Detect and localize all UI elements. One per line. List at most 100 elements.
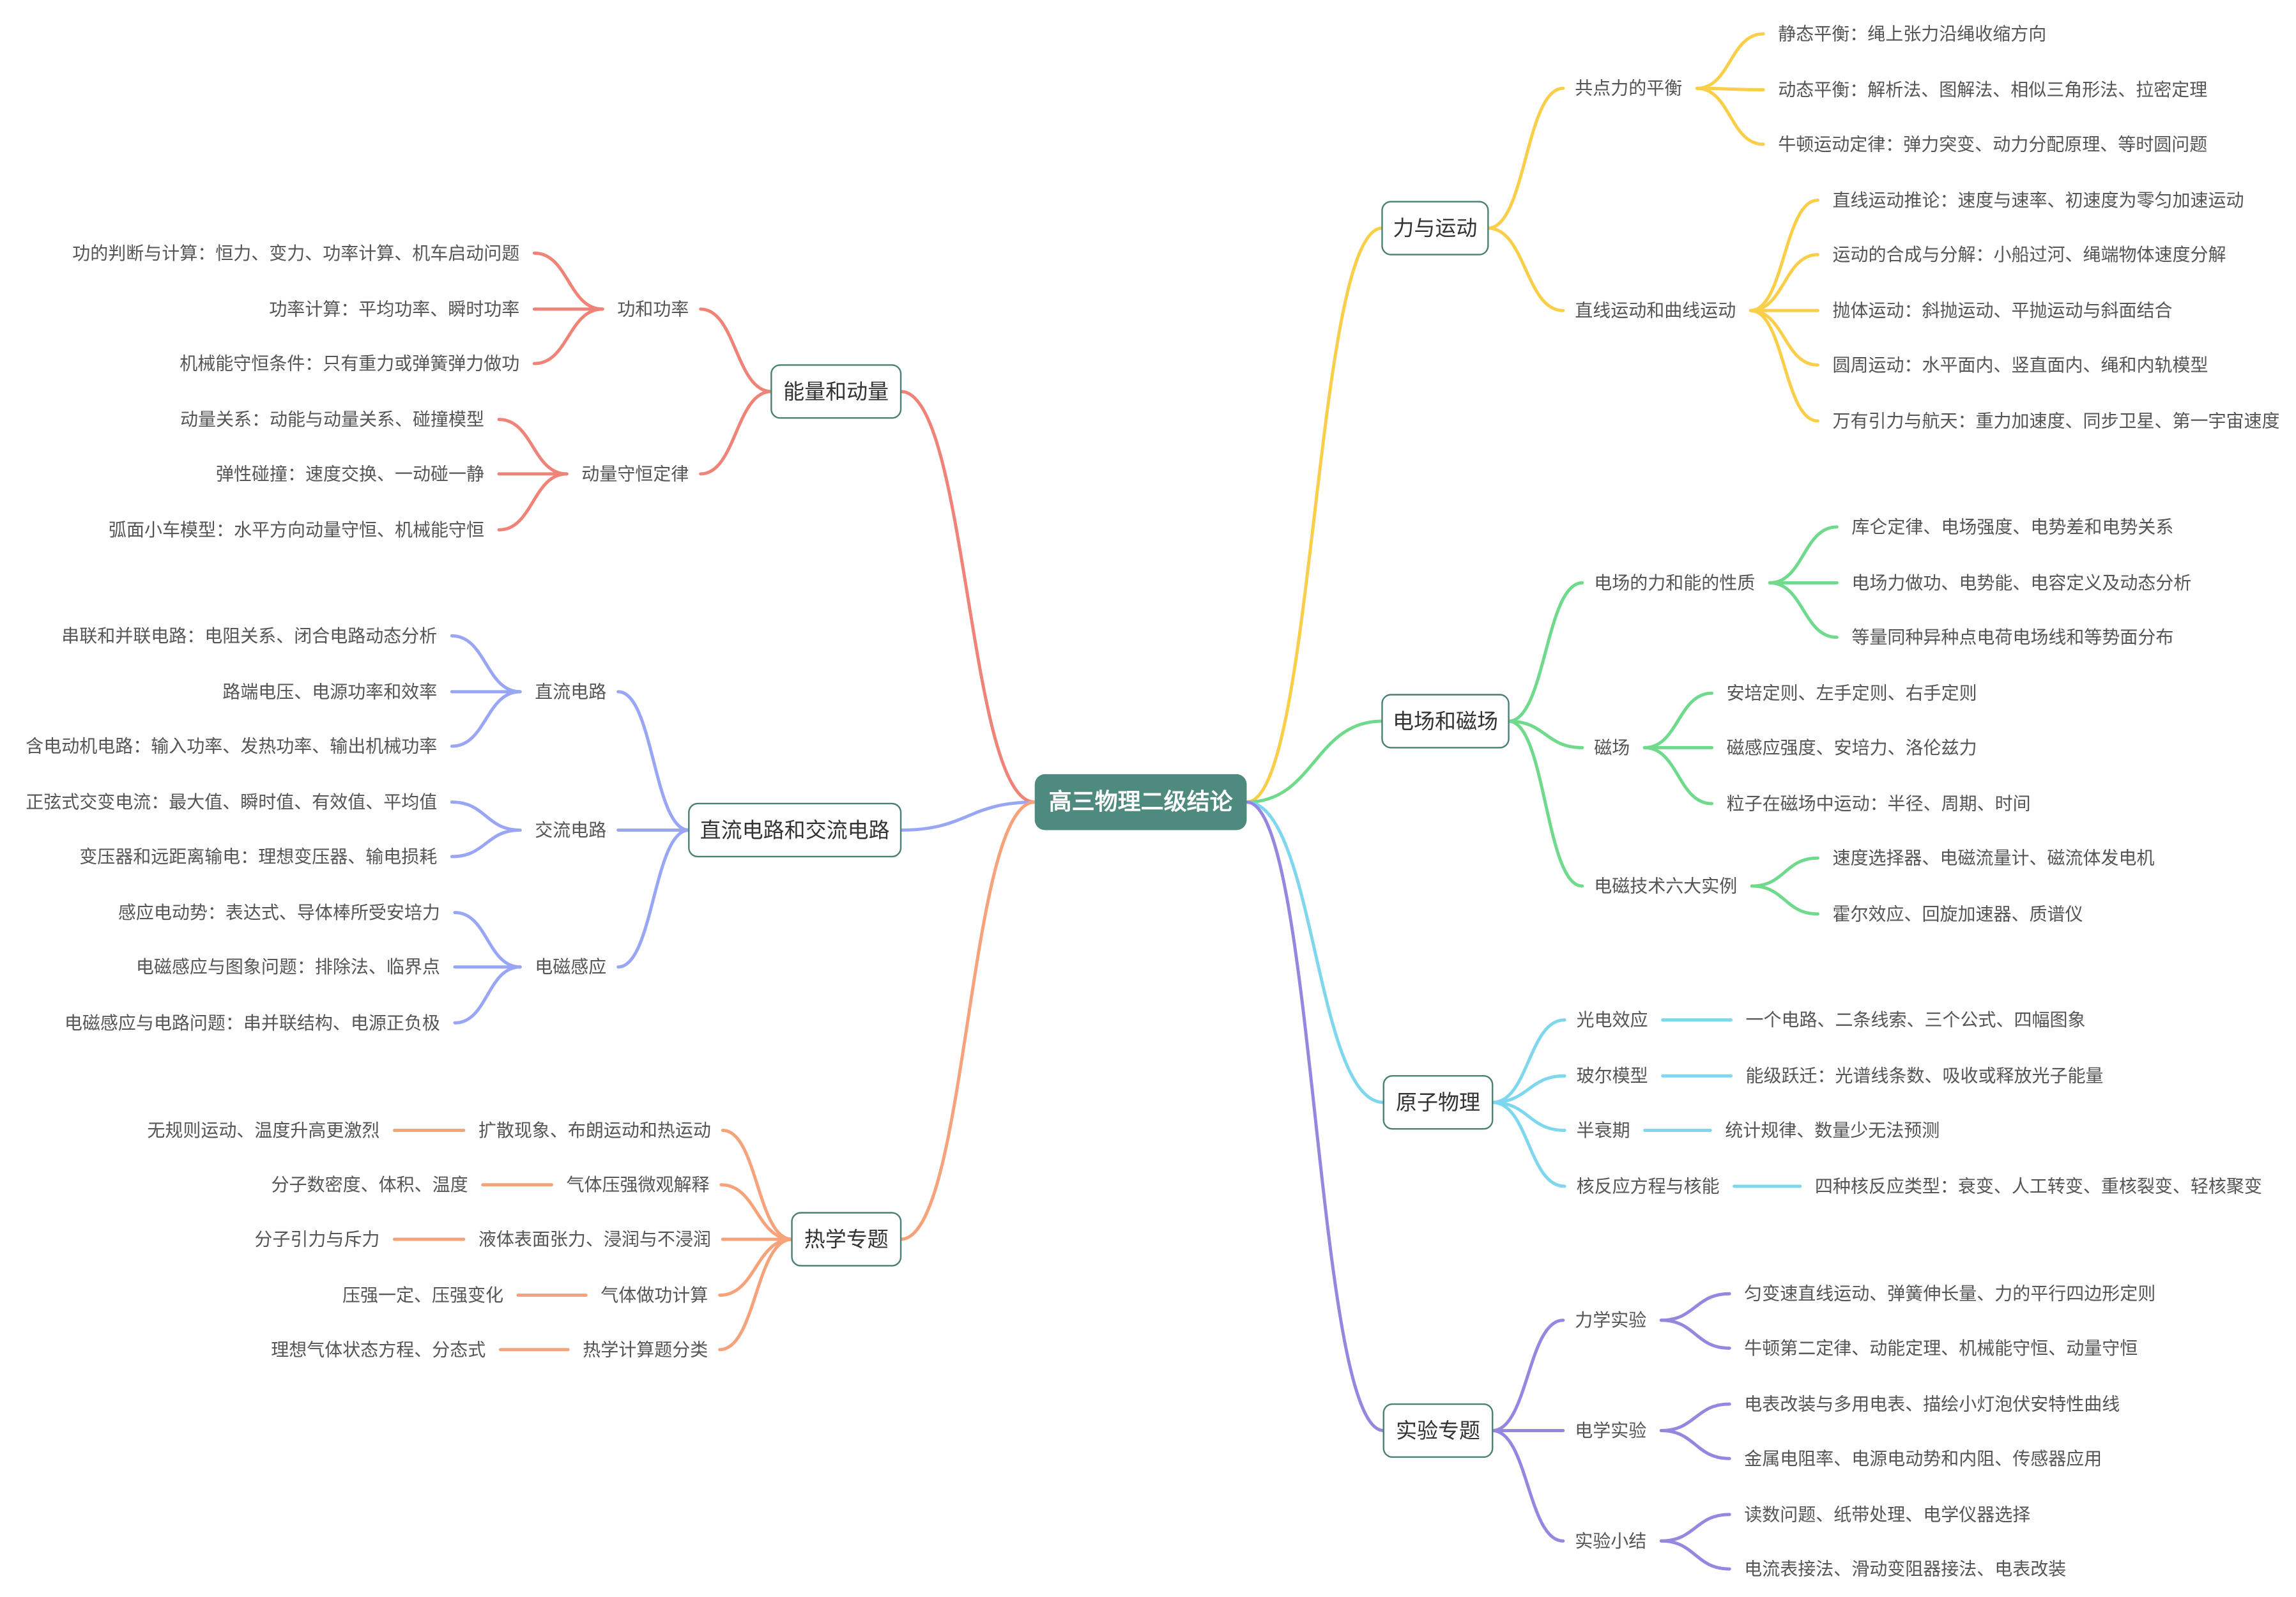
leaf-label-force-1-3[interactable]: 圆周运动：水平面内、竖直面内、绳和内轨模型: [1832, 355, 2208, 376]
branch-node-experiment[interactable]: 实验专题: [1382, 1403, 1494, 1458]
edge-circuit-0: [616, 690, 691, 832]
leaf-label-energy-0-0[interactable]: 功的判断与计算：恒力、变力、功率计算、机车启动问题: [72, 243, 519, 264]
leaf-label-field-0-0[interactable]: 库仑定律、电场强度、电势差和电势关系: [1851, 516, 2173, 537]
branch-node-atomic[interactable]: 原子物理: [1382, 1075, 1494, 1130]
topic-label-energy-1[interactable]: 动量守恒定律: [581, 463, 689, 484]
leaf-label-experiment-1-1[interactable]: 金属电阻率、电源电动势和内阻、传感器应用: [1744, 1448, 2102, 1469]
leaf-label-force-1-0[interactable]: 直线运动推论：速度与速率、初速度为零匀加速运动: [1832, 190, 2244, 211]
branch-label-circuit: 直流电路和交流电路: [700, 818, 890, 843]
branch-node-circuit[interactable]: 直流电路和交流电路: [688, 802, 902, 858]
branch-box-force: [1381, 201, 1489, 256]
leaf-label-thermal-2-0[interactable]: 分子引力与斥力: [254, 1228, 379, 1249]
leaf-label-energy-1-2[interactable]: 弧面小车模型：水平方向动量守恒、机械能守恒: [109, 519, 484, 540]
edge-atomic-0: [1490, 1018, 1566, 1104]
topic-label-experiment-2[interactable]: 实验小结: [1575, 1531, 1646, 1552]
branch-box-experiment: [1382, 1403, 1494, 1458]
leaf-label-field-2-0[interactable]: 速度选择器、电磁流量计、磁流体发电机: [1832, 848, 2154, 869]
leaf-label-experiment-2-0[interactable]: 读数问题、纸带处理、电学仪器选择: [1744, 1504, 2030, 1525]
topic-label-thermal-0[interactable]: 扩散现象、布朗运动和热运动: [478, 1120, 711, 1141]
branch-label-field: 电场和磁场: [1393, 708, 1498, 733]
topic-label-atomic-3[interactable]: 核反应方程与核能: [1577, 1176, 1720, 1197]
leaf-label-circuit-2-1[interactable]: 电磁感应与图象问题：排除法、临界点: [136, 956, 440, 977]
leaf-label-atomic-0-0[interactable]: 一个电路、二条线索、三个公式、四幅图象: [1746, 1009, 2086, 1030]
leaf-label-circuit-1-1[interactable]: 变压器和远距离输电：理想变压器、输电损耗: [79, 846, 437, 867]
topic-label-circuit-0[interactable]: 直流电路: [535, 681, 606, 702]
leaf-label-force-0-0[interactable]: 静态平衡：绳上张力沿绳收缩方向: [1778, 23, 2046, 44]
leaf-label-circuit-2-2[interactable]: 电磁感应与电路问题：串并联结构、电源正负极: [65, 1012, 440, 1034]
leaf-label-energy-1-0[interactable]: 动量关系：动能与动量关系、碰撞模型: [180, 409, 484, 430]
edge-atomic-1: [1490, 1074, 1566, 1104]
nodes: 高三物理二级结论 力与运动 共点力的平衡 静态平衡：绳上张力沿绳收缩方向动态平衡：解析…: [26, 23, 2279, 1579]
branch-node-force[interactable]: 力与运动: [1381, 201, 1489, 256]
topic-label-circuit-1[interactable]: 交流电路: [535, 820, 606, 841]
leaf-label-circuit-0-1[interactable]: 路端电压、电源功率和效率: [222, 681, 437, 702]
topic-label-field-2[interactable]: 电磁技术六大实例: [1594, 876, 1737, 897]
edge-circuit-1-1: [450, 828, 522, 859]
leaf-label-atomic-2-0[interactable]: 统计规律、数量少无法预测: [1725, 1120, 1940, 1141]
leaf-label-experiment-2-1[interactable]: 电流表接法、滑动变阻器接法、电表改装: [1744, 1559, 2066, 1580]
edge-experiment-2: [1490, 1428, 1565, 1543]
root-node[interactable]: 高三物理二级结论: [1034, 774, 1247, 830]
leaf-label-force-1-4[interactable]: 万有引力与航天：重力加速度、同步卫星、第一宇宙速度: [1832, 410, 2279, 431]
topic-label-force-0[interactable]: 共点力的平衡: [1575, 78, 1682, 99]
root-box: [1034, 774, 1247, 830]
branch-node-energy[interactable]: 能量和动量: [770, 364, 902, 419]
leaf-label-force-0-1[interactable]: 动态平衡：解析法、图解法、相似三角形法、拉密定理: [1778, 79, 2207, 100]
leaf-label-field-1-2[interactable]: 粒子在磁场中运动：半径、周期、时间: [1727, 793, 2031, 814]
edge-field-0-0: [1768, 525, 1839, 585]
topic-label-thermal-3[interactable]: 气体做功计算: [601, 1285, 708, 1306]
leaf-label-circuit-1-0[interactable]: 正弦式交变电流：最大值、瞬时值、有效值、平均值: [26, 791, 437, 813]
edge-atomic-3: [1490, 1101, 1566, 1188]
edge-field-2-1: [1750, 884, 1819, 916]
topic-label-energy-0[interactable]: 功和功率: [617, 298, 689, 319]
leaf-label-field-0-1[interactable]: 电场力做功、电势能、电容定义及动态分析: [1851, 572, 2191, 593]
topic-label-thermal-2[interactable]: 液体表面张力、浸润与不浸润: [478, 1228, 711, 1249]
edge-field-2-0: [1750, 856, 1819, 888]
topic-label-circuit-2[interactable]: 电磁感应: [535, 956, 606, 977]
branch-node-thermal[interactable]: 热学专题: [791, 1212, 902, 1267]
leaf-label-thermal-4-0[interactable]: 理想气体状态方程、分态式: [271, 1339, 486, 1360]
edge-thermal-1: [719, 1183, 794, 1241]
leaf-label-field-2-1[interactable]: 霍尔效应、回旋加速器、质谱仪: [1832, 903, 2083, 924]
topic-label-atomic-1[interactable]: 玻尔模型: [1577, 1066, 1648, 1087]
leaf-label-energy-0-2[interactable]: 机械能守恒条件：只有重力或弹簧弹力做功: [180, 353, 519, 374]
leaf-label-energy-1-1[interactable]: 弹性碰撞：速度交换、一动碰一静: [216, 463, 484, 484]
leaf-label-thermal-0-0[interactable]: 无规则运动、温度升高更激烈: [147, 1120, 379, 1141]
leaf-label-atomic-1-0[interactable]: 能级跃迁：光谱线条数、吸收或释放光子能量: [1746, 1066, 2104, 1087]
leaf-label-circuit-0-0[interactable]: 串联和并联电路：电阻关系、闭合电路动态分析: [61, 625, 437, 646]
edge-field-1: [1507, 719, 1584, 749]
leaf-label-experiment-0-1[interactable]: 牛顿第二定律、动能定理、机械能守恒、动量守恒: [1744, 1338, 2138, 1359]
leaf-label-energy-0-1[interactable]: 功率计算：平均功率、瞬时功率: [269, 298, 519, 319]
leaf-label-force-1-1[interactable]: 运动的合成与分解：小船过河、绳端物体速度分解: [1832, 244, 2226, 265]
edge-root-thermal: [899, 800, 1037, 1241]
leaf-label-force-1-2[interactable]: 抛体运动：斜抛运动、平抛运动与斜面结合: [1832, 300, 2172, 321]
topic-label-experiment-0[interactable]: 力学实验: [1575, 1310, 1646, 1331]
topic-label-thermal-4[interactable]: 热学计算题分类: [583, 1339, 708, 1360]
leaf-label-thermal-1-0[interactable]: 分子数密度、体积、温度: [272, 1174, 468, 1195]
edge-circuit-1-0: [450, 800, 522, 832]
topic-label-field-1[interactable]: 磁场: [1594, 737, 1630, 758]
leaf-label-force-0-2[interactable]: 牛顿运动定律：弹力突变、动力分配原理、等时圆问题: [1778, 134, 2207, 155]
leaf-label-field-0-2[interactable]: 等量同种异种点电荷电场线和等势面分布: [1851, 627, 2173, 648]
leaf-label-field-1-1[interactable]: 磁感应强度、安培力、洛伦兹力: [1727, 737, 1977, 758]
topic-label-thermal-1[interactable]: 气体压强微观解释: [567, 1174, 710, 1195]
root-label: 高三物理二级结论: [1049, 789, 1234, 815]
leaf-label-circuit-0-2[interactable]: 含电动机电路：输入功率、发热功率、输出机械功率: [26, 736, 437, 757]
topic-label-atomic-2[interactable]: 半衰期: [1577, 1120, 1630, 1141]
leaf-label-atomic-3-0[interactable]: 四种核反应类型：衰变、人工转变、重核裂变、轻核聚变: [1815, 1176, 2262, 1197]
topic-label-field-0[interactable]: 电场的力和能的性质: [1594, 572, 1755, 593]
topic-label-experiment-1[interactable]: 电学实验: [1575, 1420, 1646, 1441]
branch-node-field[interactable]: 电场和磁场: [1381, 694, 1510, 749]
topic-label-atomic-0[interactable]: 光电效应: [1577, 1009, 1648, 1030]
leaf-label-thermal-3-0[interactable]: 压强一定、压强变化: [342, 1285, 503, 1306]
branch-box-field: [1381, 694, 1510, 749]
leaf-label-experiment-1-0[interactable]: 电表改装与多用电表、描绘小灯泡伏安特性曲线: [1744, 1394, 2120, 1415]
edge-experiment-2-0: [1659, 1513, 1731, 1543]
edge-force-1: [1486, 226, 1565, 312]
leaf-label-circuit-2-0[interactable]: 感应电动势：表达式、导体棒所受安培力: [118, 902, 440, 923]
leaf-label-field-1-0[interactable]: 安培定则、左手定则、右手定则: [1727, 683, 1977, 704]
edge-field-0-2: [1768, 581, 1839, 639]
edge-root-force: [1244, 226, 1384, 804]
topic-label-force-1[interactable]: 直线运动和曲线运动: [1575, 300, 1736, 321]
leaf-label-experiment-0-0[interactable]: 匀变速直线运动、弹簧伸长量、力的平行四边形定则: [1744, 1283, 2155, 1304]
